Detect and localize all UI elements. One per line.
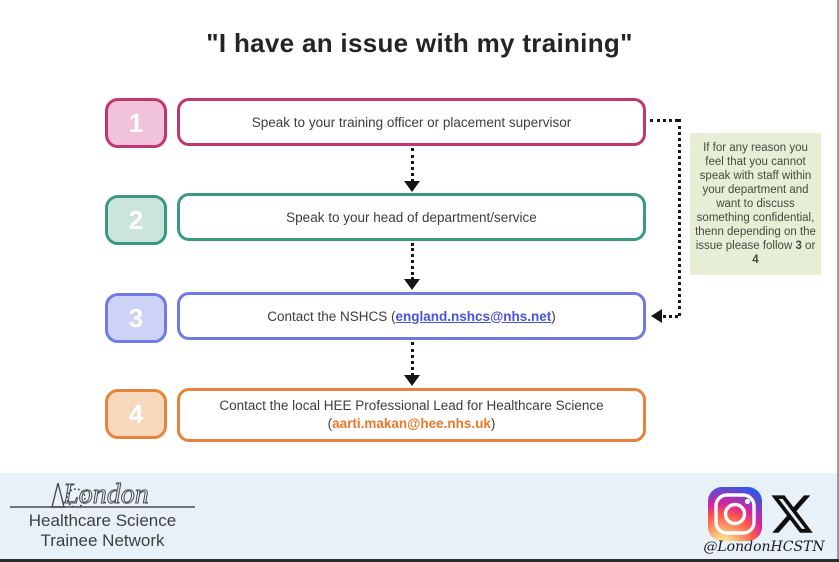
side-connector-vertical: [678, 119, 681, 316]
step-4-number-badge: 4: [105, 389, 167, 439]
step-1-box: Speak to your training officer or placem…: [177, 98, 646, 146]
paren-open: (: [327, 416, 333, 431]
paren-close: ): [490, 416, 496, 431]
step-1-label: Speak to your training officer or placem…: [251, 114, 572, 130]
nshcs-email-link[interactable]: england.nshcs@nhs.net: [395, 308, 552, 324]
down-arrow-3-to-4: [404, 342, 420, 386]
step-3-label-after: ): [551, 308, 556, 324]
note-step-3-ref: 3: [795, 240, 802, 253]
down-arrow-1-to-2: [404, 148, 420, 192]
page-bottom-edge: [0, 559, 839, 562]
step-4-line1: Contact the local HEE Professional Lead …: [219, 397, 604, 413]
step-2-box: Speak to your head of department/service: [177, 193, 646, 241]
down-arrow-2-to-3: [404, 243, 420, 290]
side-connector-top: [650, 119, 678, 122]
confidential-note-box: If for any reason you feel that you cann…: [690, 133, 821, 276]
side-connector-bottom: [663, 315, 678, 318]
step-2-number-badge: 2: [105, 195, 167, 245]
step-3-number-badge: 3: [105, 293, 167, 343]
footer-bar: London Healthcare Science Trainee Networ…: [0, 473, 839, 562]
org-line2: Trainee Network: [40, 531, 165, 551]
note-text: If for any reason you feel that you cann…: [695, 142, 816, 253]
instagram-icon[interactable]: [708, 487, 762, 541]
x-twitter-icon[interactable]: [768, 491, 816, 537]
step-4-line2: (aarti.makan@hee.nhs.uk): [328, 415, 496, 433]
step-2-label: Speak to your head of department/service: [286, 209, 537, 225]
hee-email-link[interactable]: aarti.makan@hee.nhs.uk: [332, 416, 491, 431]
org-name: Healthcare Science Trainee Network: [10, 511, 195, 551]
note-connector-text: or: [801, 240, 816, 253]
london-skyline-logo: London: [10, 477, 195, 516]
page-title: "I have an issue with my training": [206, 28, 633, 58]
side-connector-arrowhead: [651, 309, 662, 323]
step-1-number-badge: 1: [105, 98, 167, 148]
step-4-box: Contact the local HEE Professional Lead …: [177, 388, 646, 442]
step-3-box: Contact the NSHCS (england.nshcs@nhs.net…: [177, 292, 646, 340]
org-line1: Healthcare Science: [28, 511, 177, 530]
logo-word: London: [62, 479, 149, 510]
page-right-edge: [837, 0, 839, 562]
note-step-4-ref: 4: [752, 254, 759, 267]
social-handle: @LondonHCSTN: [703, 539, 825, 555]
step-3-label-before: Contact the NSHCS (: [267, 308, 396, 324]
